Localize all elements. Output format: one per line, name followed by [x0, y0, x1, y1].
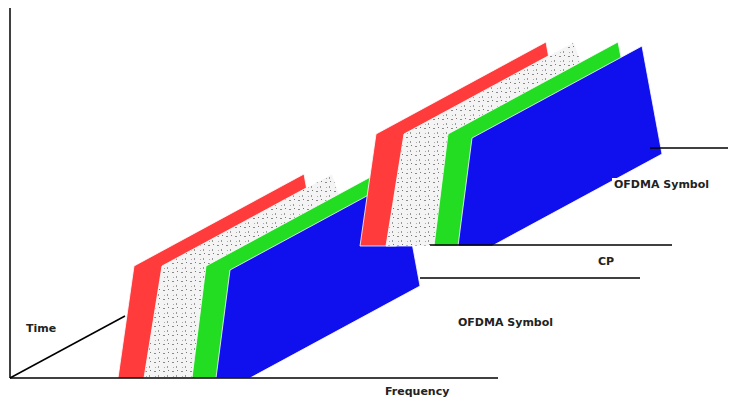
axis-label: OFDMA Symbol	[612, 178, 711, 192]
axis-label: OFDMA Symbol	[456, 316, 555, 330]
subcarrier-slabs	[118, 42, 662, 378]
axis-label: Frequency	[383, 385, 451, 399]
axis-label: CP	[596, 255, 616, 269]
subcarrier-slab	[458, 46, 662, 246]
guide-line	[430, 244, 672, 246]
axis-line	[9, 8, 11, 378]
axis-line	[10, 316, 125, 378]
guide-line	[420, 277, 640, 279]
axis-label: Time	[24, 322, 58, 336]
axis-line	[10, 377, 498, 379]
guide-line	[650, 147, 728, 149]
